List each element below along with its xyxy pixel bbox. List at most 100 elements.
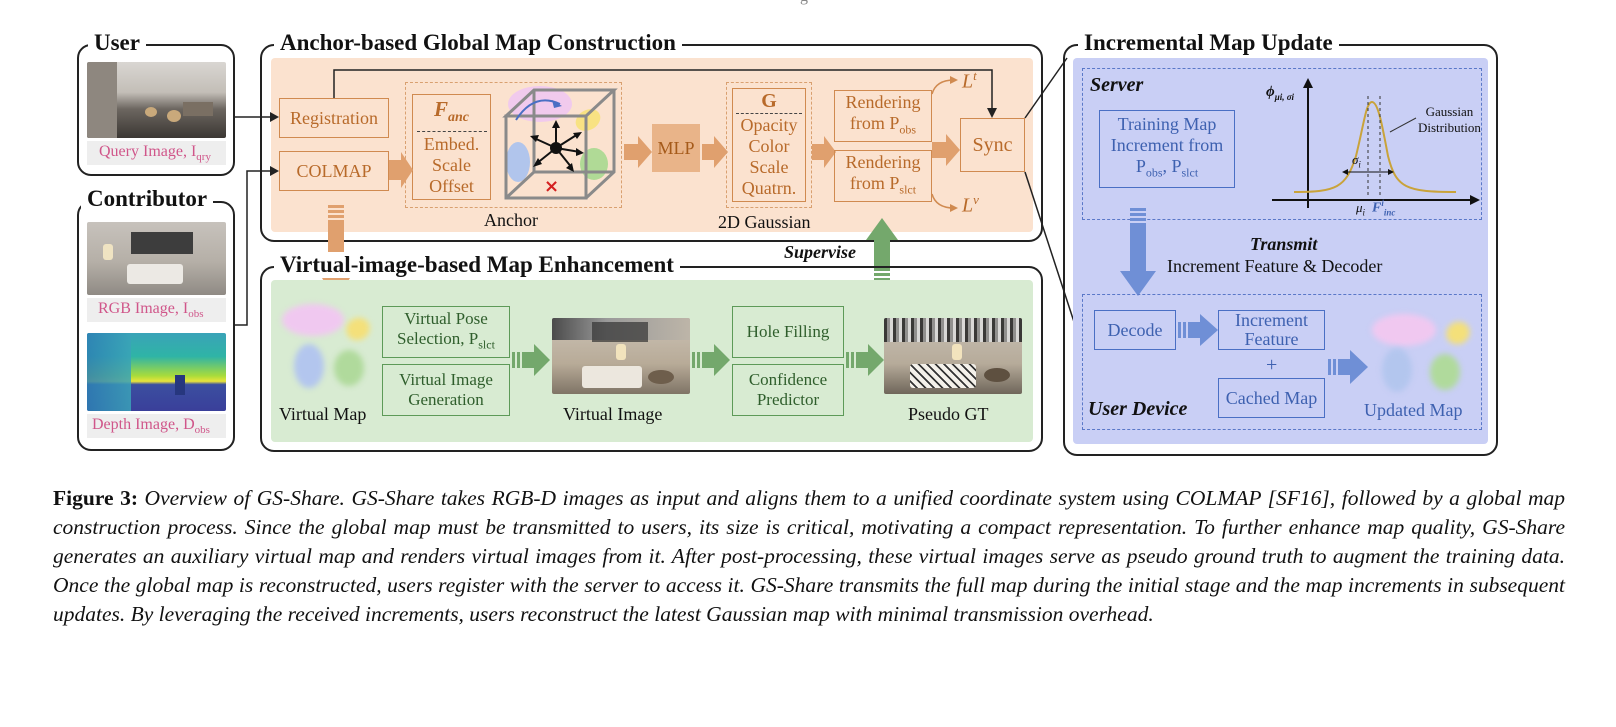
g-label: G — [761, 90, 777, 112]
depth-caption-bg — [87, 414, 226, 438]
depth-caption-sub: obs — [194, 424, 210, 437]
decode-label: Decode — [1107, 319, 1163, 340]
virtual-map-label: Virtual Map — [279, 404, 367, 424]
virtual-generation-line1: Virtual Image — [399, 370, 493, 389]
mlp-box: MLP — [652, 124, 700, 172]
render-obs-box: Rendering from Pobs — [834, 90, 932, 142]
f-inc-letter: F — [1372, 200, 1382, 216]
supervise-label: Supervise — [780, 242, 860, 263]
sigma-label: σi — [1352, 152, 1361, 170]
figure-label: Figure 3: — [53, 486, 138, 510]
anchor-cube-diagram: × — [502, 86, 618, 200]
server-label: Server — [1090, 74, 1144, 96]
pseudo-gt-label: Pseudo GT — [908, 404, 989, 424]
render-slct-sub: slct — [899, 182, 917, 197]
gaussian-2d-label: 2D Gaussian — [718, 212, 811, 232]
arrow-anchor-to-mlp — [624, 136, 652, 168]
confidence-line1: Confidence — [748, 370, 828, 389]
arrow-to-updated-map — [1328, 350, 1368, 384]
query-caption-sub: qry — [196, 151, 211, 164]
arrow-to-virtual-image — [512, 344, 550, 376]
server-dashed-group — [1082, 68, 1482, 220]
depth-caption-text: Depth Image, D — [92, 416, 195, 433]
phi-label: ϕμi, σi — [1266, 84, 1294, 102]
rgb-image-caption: RGB Image, Iobs — [98, 300, 203, 320]
render-slct-from: from P — [849, 172, 900, 193]
sync-box: Sync — [960, 118, 1025, 172]
depth-image — [87, 333, 226, 411]
confidence-predictor-box: Confidence Predictor — [732, 364, 844, 416]
updated-map-blob-blue — [1382, 348, 1412, 392]
rgb-caption-sub: obs — [188, 308, 204, 321]
colmap-box: COLMAP — [279, 151, 389, 191]
opacity-line: Opacity — [740, 115, 798, 135]
gaussian-dist-line2: Distribution — [1418, 120, 1481, 135]
transmit-detail: Increment Feature & Decoder — [1167, 256, 1383, 276]
render-slct-line1: Rendering — [845, 151, 921, 172]
user-panel-title: User — [88, 30, 146, 56]
increment-feature-box: Increment Feature — [1218, 310, 1325, 350]
increment-feature-line1: Increment — [1235, 310, 1308, 330]
depth-image-caption: Depth Image, Dobs — [92, 416, 210, 436]
training-line1: Training Map — [1117, 114, 1217, 135]
incremental-panel-title: Incremental Map Update — [1078, 30, 1339, 56]
loss-t-letter: L — [962, 70, 974, 93]
render-obs-line2: from Pobs — [850, 113, 916, 141]
f-inc-sub: inc — [1383, 207, 1396, 218]
color-line: Color — [748, 136, 790, 156]
confidence-line2: Predictor — [756, 390, 820, 409]
hole-filling-box: Hole Filling — [732, 306, 844, 358]
arrow-mlp-to-gaussian — [702, 136, 728, 168]
quatrn-line: Quatrn. — [741, 178, 797, 198]
training-map-box: Training Map Increment from Pobs, Pslct — [1099, 110, 1235, 188]
updated-map-label: Updated Map — [1364, 400, 1463, 420]
updated-map-blob-green — [1430, 354, 1460, 390]
arrow-colmap-to-anchor — [389, 152, 413, 188]
query-image — [87, 62, 226, 138]
virtual-map-blob-blue — [294, 344, 324, 388]
loss-t-label: Lt — [962, 68, 977, 94]
cached-map-label: Cached Map — [1225, 387, 1318, 408]
arrow-to-pseudo-gt — [846, 344, 884, 376]
phi-letter: ϕ — [1266, 84, 1275, 100]
f-anc-letter: F — [433, 97, 448, 121]
scale-line: Scale — [432, 155, 471, 176]
virtual-pose-sub: slct — [478, 337, 495, 352]
loss-curves — [931, 76, 958, 212]
arrow-decode-to-feature — [1178, 314, 1218, 346]
mu-sub: i — [1362, 207, 1366, 218]
rgb-image — [87, 222, 226, 295]
virtual-pose-line1: Virtual Pose — [404, 309, 488, 329]
virtual-pose-selection: Selection, P — [397, 329, 479, 349]
plus-sign: + — [1266, 354, 1278, 376]
render-slct-box: Rendering from Pslct — [834, 150, 932, 202]
render-obs-from: from P — [849, 112, 900, 133]
f-inc-sup: i — [1381, 198, 1384, 208]
anchor-label: Anchor — [484, 210, 538, 230]
sigma-letter: σ — [1352, 152, 1359, 167]
query-image-caption: Query Image, Iqry — [99, 143, 211, 163]
contributor-panel-title: Contributor — [81, 186, 214, 212]
colmap-label: COLMAP — [296, 160, 372, 181]
f-inc-label: Fiinc — [1372, 198, 1395, 217]
gaussian-dashed-group — [726, 82, 812, 208]
gaussian-distribution-label: Gaussian Distribution — [1418, 104, 1481, 136]
pseudo-gt-photo — [884, 318, 1022, 394]
scale-attr-line: Scale — [749, 157, 789, 177]
sync-label: Sync — [972, 133, 1013, 156]
virtual-panel-title: Virtual-image-based Map Enhancement — [274, 252, 680, 278]
rgb-caption-bg — [87, 298, 226, 322]
gaussian-distribution-plot — [1272, 78, 1480, 208]
training-p2-sub: slct — [1181, 165, 1199, 180]
mu-label: μi — [1356, 200, 1365, 218]
increment-feature-line2: Feature — [1244, 329, 1299, 349]
user-panel — [77, 44, 235, 176]
embed-line: Embed. — [423, 134, 480, 155]
loss-t-sup: t — [973, 68, 977, 83]
anchor-feature-box: Fanc Embed. Scale Offset — [412, 94, 491, 200]
render-obs-sub: obs — [899, 122, 917, 137]
hole-filling-label: Hole Filling — [746, 322, 830, 341]
render-obs-line1: Rendering — [845, 91, 921, 112]
loss-v-label: Lv — [962, 192, 979, 218]
virtual-map-blob-green — [334, 350, 364, 386]
